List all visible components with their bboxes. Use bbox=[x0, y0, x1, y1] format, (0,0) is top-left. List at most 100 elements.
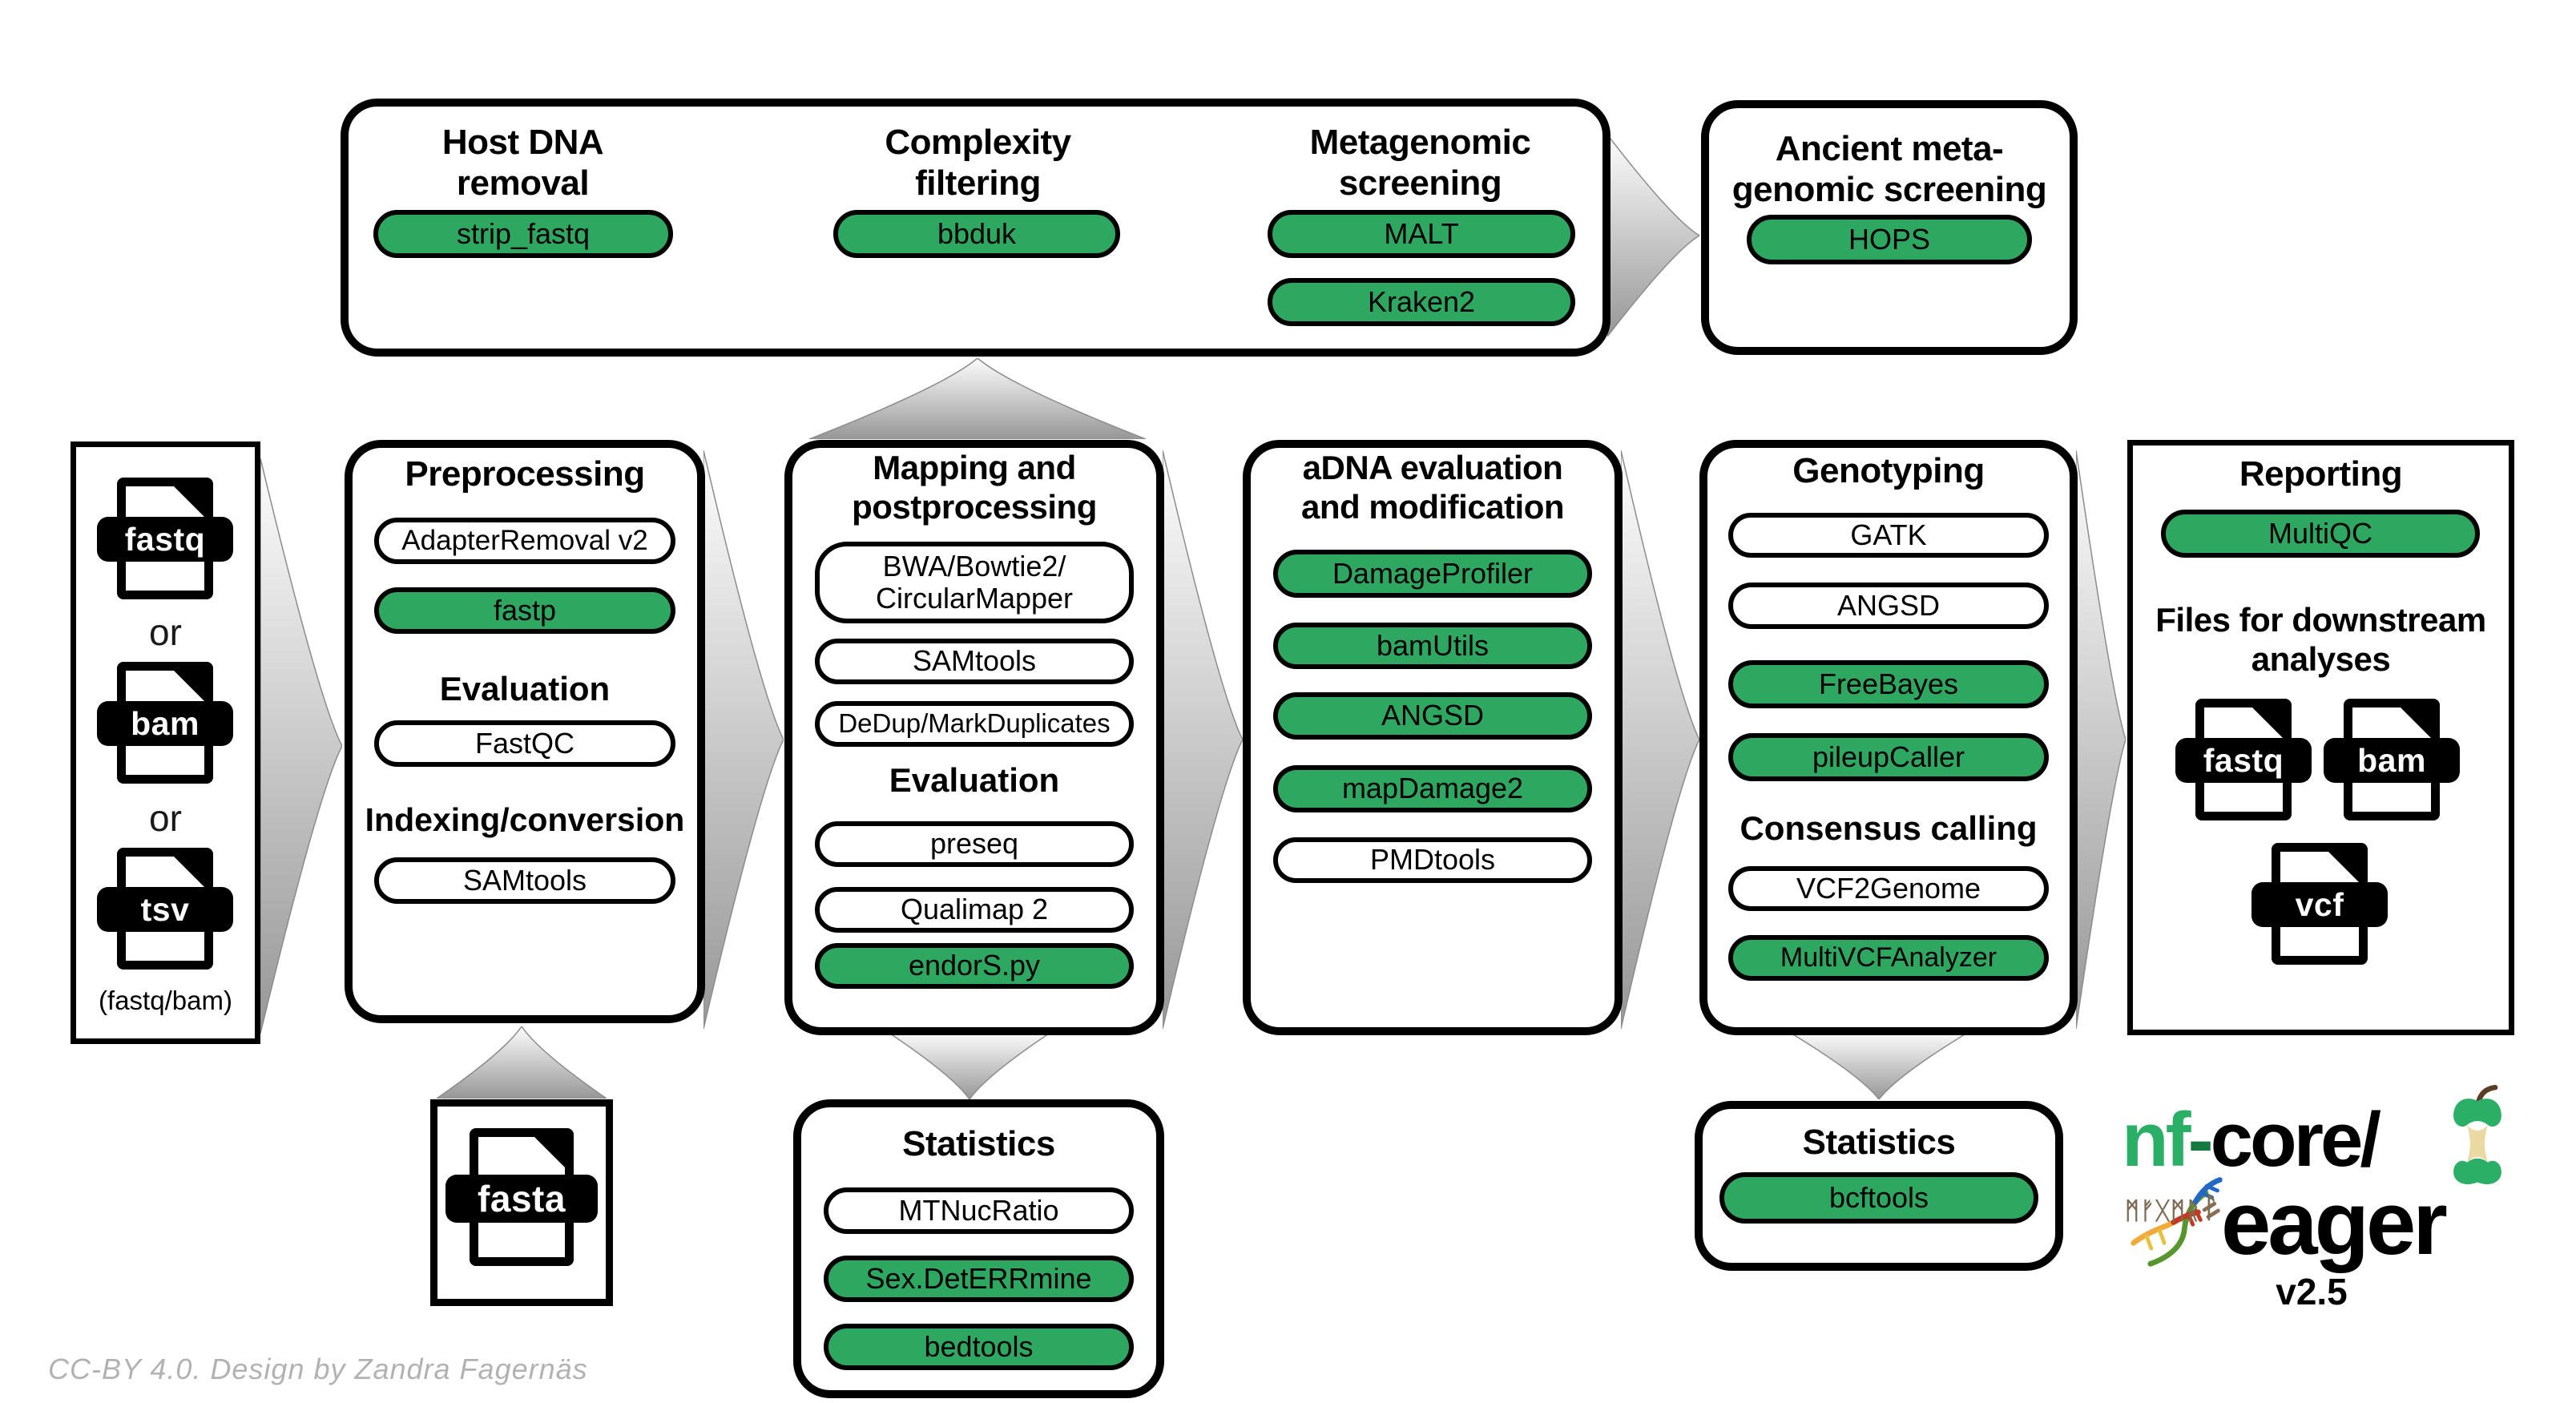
title-line: Complexity bbox=[885, 123, 1071, 162]
dna-helix-icon bbox=[2131, 1177, 2223, 1267]
nf-text: nf bbox=[2122, 1097, 2191, 1183]
flow-genotyping-to-statistics bbox=[1789, 1032, 1969, 1099]
pill-multivcfanalyzer: MultiVCFAnalyzer bbox=[1728, 935, 2049, 981]
title-line: removal bbox=[456, 163, 590, 204]
pill-multiqc: MultiQC bbox=[2161, 510, 2480, 558]
flow-mapping-to-statistics bbox=[888, 1032, 1051, 1099]
core-text: core/ bbox=[2210, 1097, 2381, 1183]
file-type-label: fastq bbox=[2175, 738, 2312, 783]
fastq-output-icon: fastq bbox=[2175, 699, 2312, 820]
title-line: aDNA evaluation bbox=[1302, 449, 1563, 486]
nf-core-wordmark: nf-core/ bbox=[2122, 1096, 2381, 1184]
statistics-genotyping-title: Statistics bbox=[1802, 1123, 1956, 1162]
pill-bcftools: bcftools bbox=[1719, 1172, 2038, 1224]
pill-preseq: preseq bbox=[815, 821, 1134, 867]
fasta-file-icon: fasta bbox=[445, 1128, 598, 1266]
mapping-title: Mapping and postprocessing bbox=[792, 449, 1156, 526]
pill-angsd-genotyping: ANGSD bbox=[1728, 583, 2049, 629]
reporting-title: Reporting bbox=[2239, 454, 2403, 494]
pill-kraken2: Kraken2 bbox=[1268, 278, 1575, 326]
title-line: analyses bbox=[2251, 639, 2391, 678]
file-type-label: bam bbox=[2324, 738, 2460, 783]
folded-corner-icon bbox=[173, 670, 205, 702]
ancient-screening-title: Ancient meta- genomic screening bbox=[1709, 128, 2070, 210]
eager-wordmark: eager bbox=[2221, 1173, 2448, 1273]
pill-adapterremoval: AdapterRemoval v2 bbox=[374, 518, 675, 564]
flow-genotyping-to-reporting bbox=[2076, 450, 2126, 1029]
pill-damageprofiler: DamageProfiler bbox=[1273, 550, 1592, 598]
pill-bedtools: bedtools bbox=[824, 1324, 1134, 1370]
apple-core-icon bbox=[2453, 1084, 2501, 1185]
rune-text: ᛗᚠᚷᛗᚱ bbox=[2125, 1198, 2201, 1224]
screening-host-dna-title: Host DNA removal bbox=[365, 122, 681, 204]
folded-corner-icon bbox=[173, 856, 205, 888]
pill-samtools-preprocessing: SAMtools bbox=[374, 857, 675, 904]
adna-title: aDNA evaluation and modification bbox=[1251, 449, 1615, 526]
file-type-label: tsv bbox=[97, 887, 233, 932]
bam-file-icon: bam bbox=[97, 662, 233, 784]
mapping-evaluation-heading: Evaluation bbox=[889, 761, 1060, 799]
version-label: v2.5 bbox=[2276, 1271, 2348, 1312]
pill-dedup-markduplicates: DeDup/MarkDuplicates bbox=[815, 701, 1134, 747]
flow-mapping-to-adna bbox=[1163, 450, 1243, 1029]
flow-preprocessing-to-mapping bbox=[703, 450, 784, 1029]
consensus-calling-heading: Consensus calling bbox=[1740, 809, 2038, 847]
pill-line: CircularMapper bbox=[875, 582, 1074, 615]
title-line: and modification bbox=[1301, 487, 1565, 526]
folded-corner-icon bbox=[173, 486, 205, 518]
pill-pmdtools: PMDtools bbox=[1273, 837, 1592, 883]
title-line: Files for downstream bbox=[2155, 601, 2486, 639]
bam-output-icon: bam bbox=[2324, 699, 2460, 820]
title-line: postprocessing bbox=[852, 487, 1097, 526]
flow-input-to-preprocessing bbox=[260, 458, 342, 1034]
tsv-file-icon: tsv bbox=[97, 848, 233, 970]
preprocessing-title: Preprocessing bbox=[405, 454, 645, 494]
pill-hops: HOPS bbox=[1747, 215, 2032, 264]
title-line: Host DNA bbox=[441, 123, 604, 162]
folded-corner-icon bbox=[2400, 707, 2432, 739]
pill-bwa-bowtie2-circularmapper: BWA/Bowtie2/ CircularMapper bbox=[815, 542, 1134, 623]
pill-mtnucratio: MTNucRatio bbox=[824, 1187, 1134, 1234]
flow-screening-to-ancient bbox=[1607, 135, 1699, 337]
flow-mapping-to-screening bbox=[809, 358, 1146, 439]
vcf-output-icon: vcf bbox=[2251, 843, 2388, 965]
dash-text: - bbox=[2187, 1097, 2214, 1183]
pill-pileupcaller: pileupCaller bbox=[1728, 733, 2049, 781]
genotyping-title: Genotyping bbox=[1792, 451, 1985, 490]
license-credit: CC-BY 4.0. Design by Zandra Fagernäs bbox=[48, 1353, 588, 1385]
pill-angsd-adna: ANGSD bbox=[1273, 692, 1592, 740]
pill-freebayes: FreeBayes bbox=[1728, 660, 2049, 708]
pill-bbduk: bbduk bbox=[833, 210, 1120, 258]
pill-strip-fastq: strip_fastq bbox=[373, 210, 673, 258]
pill-bamutils: bamUtils bbox=[1273, 623, 1592, 669]
flow-adna-to-genotyping bbox=[1621, 450, 1699, 1029]
statistics-mapping-title: Statistics bbox=[902, 1124, 1055, 1163]
folded-corner-icon bbox=[2251, 707, 2284, 739]
or-label: or bbox=[149, 797, 182, 839]
folded-corner-icon bbox=[534, 1136, 566, 1168]
pill-malt: MALT bbox=[1268, 210, 1575, 258]
pill-samtools-mapping: SAMtools bbox=[815, 639, 1134, 684]
pill-gatk: GATK bbox=[1728, 513, 2049, 558]
screening-complexity-title: Complexity filtering bbox=[820, 122, 1136, 204]
screening-metagenomic-title: Metagenomic screening bbox=[1262, 122, 1578, 204]
rune-l-icon: ᛚ bbox=[2202, 1191, 2220, 1224]
files-downstream-heading: Files for downstream analyses bbox=[2131, 601, 2510, 679]
title-line: genomic screening bbox=[1731, 170, 2047, 210]
file-type-label: vcf bbox=[2251, 882, 2388, 927]
pill-sexdeterrmine: Sex.DetERRmine bbox=[824, 1256, 1134, 1302]
file-type-label: fastq bbox=[97, 517, 233, 562]
title-line: Mapping and bbox=[873, 449, 1076, 486]
pill-qualimap2: Qualimap 2 bbox=[815, 887, 1134, 933]
title-line: screening bbox=[1338, 163, 1502, 204]
or-label: or bbox=[149, 611, 182, 653]
flow-fasta-to-preprocessing bbox=[437, 1026, 607, 1099]
preprocessing-evaluation-heading: Evaluation bbox=[439, 670, 611, 708]
title-line: Metagenomic bbox=[1309, 123, 1531, 162]
input-note: (fastq/bam) bbox=[99, 986, 232, 1015]
pill-endors-py: endorS.py bbox=[815, 943, 1134, 989]
pill-mapdamage2: mapDamage2 bbox=[1273, 765, 1592, 812]
pill-fastp: fastp bbox=[374, 587, 675, 634]
file-type-label: bam bbox=[97, 701, 233, 746]
